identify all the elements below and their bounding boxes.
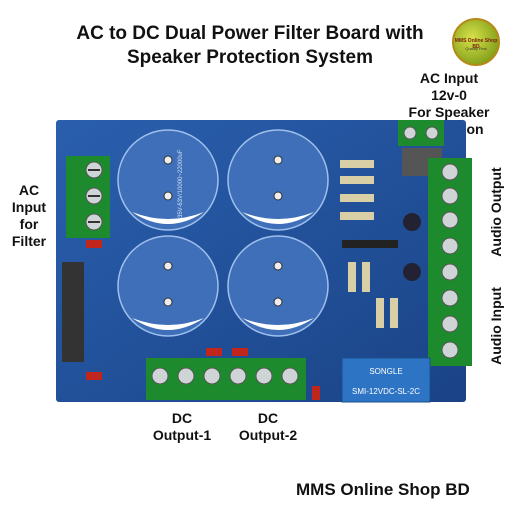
capacitor-2: [227, 129, 329, 231]
relay-brand-text: SONGLE: [369, 367, 402, 376]
capacitor-polarity-marks: [132, 155, 314, 330]
fuse-left: [86, 240, 102, 248]
label-dc-output-2: DC Output-2: [238, 410, 298, 443]
terminal-audio: [428, 158, 472, 366]
small-components: [340, 160, 421, 328]
filter-capacitors: [117, 129, 329, 337]
smd-resistors-bottom: [206, 348, 320, 400]
bridge-rectifier: [62, 262, 84, 362]
logo-tagline: Quality First: [465, 46, 487, 51]
footer-shop-name: MMS Online Shop BD: [296, 480, 470, 499]
relay-model-text: SMI-12VDC-SL-2C: [352, 387, 420, 396]
capacitor-ratings: 35V-63V/10000~22000uF: [178, 149, 184, 218]
fuse-left-bottom: [86, 372, 102, 380]
logo-name: MMS Online Shop BD: [454, 38, 498, 50]
terminal-ac-input-filter: [66, 156, 110, 238]
terminal-ac-input-speaker: [398, 120, 444, 146]
label-ac-input-filter: AC Input for Filter: [11, 182, 47, 249]
terminal-dc-outputs: [146, 358, 306, 400]
shop-logo: MMS Online Shop BD Quality First: [452, 18, 500, 66]
capacitor-3: [117, 235, 219, 337]
capacitor-1: [117, 129, 219, 231]
relay: SONGLE SMI-12VDC-SL-2C: [341, 357, 431, 403]
page-title: AC to DC Dual Power Filter Board with Sp…: [40, 22, 460, 70]
title-line-2: Speaker Protection System: [126, 47, 374, 68]
label-dc-output-1: DC Output-1: [152, 410, 212, 443]
title-line-1: AC to DC Dual Power Filter Board with: [76, 23, 424, 44]
capacitor-4: [227, 235, 329, 337]
capacitor-rating-text: 35V-63V/10000~22000uF: [178, 149, 184, 218]
